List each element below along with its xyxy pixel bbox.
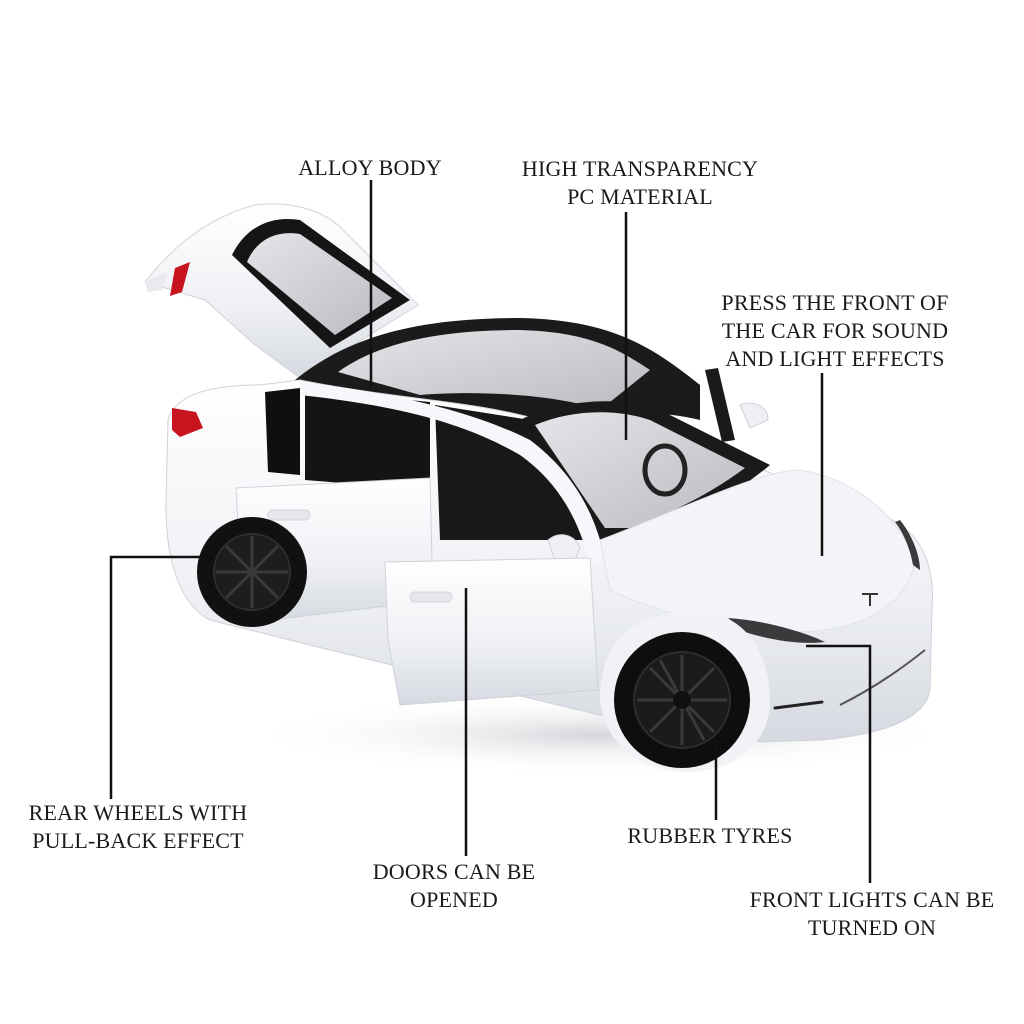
callout-sound-light-line-1: PRESS THE FRONT OF (721, 290, 949, 315)
rear-wheel (197, 517, 307, 627)
callout-doors-line-2: OPENED (410, 887, 498, 912)
hatch-tail-light (170, 262, 190, 296)
callout-sound-light-line-3: AND LIGHT EFFECTS (725, 346, 945, 371)
callout-rear-wheels-line-2: PULL-BACK EFFECT (32, 828, 244, 853)
callout-alloy-body-line-1: ALLOY BODY (298, 155, 442, 180)
callout-rear-wheels: REAR WHEELS WITH PULL-BACK EFFECT (0, 799, 276, 855)
callout-alloy-body: ALLOY BODY (270, 154, 470, 182)
callout-front-lights-line-1: FRONT LIGHTS CAN BE (749, 887, 995, 912)
brand-logo-icon (862, 593, 878, 606)
callout-sound-light: PRESS THE FRONT OF THE CAR FOR SOUND AND… (690, 289, 980, 373)
headlight (728, 618, 825, 643)
callout-sound-light-line-2: THE CAR FOR SOUND (721, 318, 949, 343)
panoramic-roof (295, 318, 700, 420)
front-wheel (600, 611, 770, 772)
front-door-open (384, 557, 599, 706)
callout-doors-line-1: DOORS CAN BE (372, 859, 536, 884)
callout-front-lights-line-2: TURNED ON (807, 915, 937, 940)
tail-light (172, 408, 203, 437)
callout-tyres: RUBBER TYRES (600, 822, 820, 850)
callout-tyres-line-1: RUBBER TYRES (627, 823, 793, 848)
callout-front-lights: FRONT LIGHTS CAN BE TURNED ON (730, 886, 1014, 942)
rear-hatch (144, 203, 419, 379)
callout-pc-material: HIGH TRANSPARENCY PC MATERIAL (490, 155, 790, 211)
callout-pc-material-line-1: HIGH TRANSPARENCY (521, 156, 759, 181)
callout-doors: DOORS CAN BE OPENED (340, 858, 568, 914)
callout-rear-wheels-line-1: REAR WHEELS WITH (28, 800, 248, 825)
callout-pc-material-line-2: PC MATERIAL (567, 184, 713, 209)
